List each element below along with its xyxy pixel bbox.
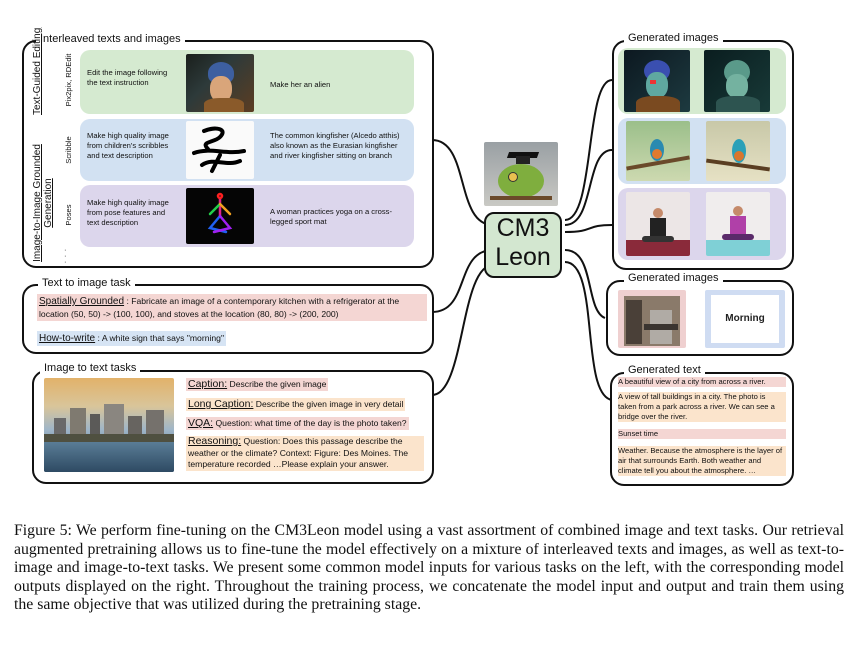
cm3leon-line1: CM3 — [496, 214, 550, 242]
row-3-instruction: Make high quality image from pose featur… — [87, 198, 169, 227]
connector-gen-img-1 — [564, 79, 613, 221]
yoga-image-1 — [626, 192, 690, 256]
morning-sign-text: Morning — [711, 295, 779, 343]
alien-image-2 — [704, 50, 770, 112]
gen-text-caption: A beautiful view of a city from across a… — [618, 377, 786, 387]
reasoning-task-label: Reasoning: — [188, 435, 242, 447]
how-to-write-text: : A white sign that says "morning" — [95, 333, 225, 343]
vqa-task-label: VQA: — [188, 417, 214, 429]
interleaved-title: Interleaved texts and images — [36, 33, 185, 45]
gen-text-long-caption: A view of tall buildings in a city. The … — [618, 392, 786, 422]
how-to-write-prompt: How-to-write : A white sign that says "m… — [37, 331, 226, 346]
figure-caption: Figure 5: We perform fine-tuning on the … — [14, 522, 844, 614]
alien-image-1 — [624, 50, 690, 112]
chameleon-mascot-image — [484, 142, 558, 206]
row-2-instruction: Make high quality image from children's … — [87, 131, 169, 160]
pose-image — [186, 188, 254, 244]
connector-text-to-image — [431, 249, 494, 313]
generated-images-mid-title: Generated images — [624, 272, 723, 284]
image-to-text-title: Image to text tasks — [40, 362, 141, 374]
connector-gen-text — [564, 261, 613, 401]
long-caption-task: Long Caption: Describe the given image i… — [186, 398, 406, 411]
gen-text-vqa: Sunset time — [618, 429, 786, 439]
spatial-grounded-text: : Fabricate an image of a contemporary k… — [39, 296, 400, 319]
city-river-image — [44, 378, 174, 472]
kitchen-image — [618, 290, 686, 348]
row-2-side-label: Scribble — [64, 136, 73, 164]
row-1-side-label: Pix2pix, RDEdit — [64, 53, 73, 107]
generated-text-title: Generated text — [624, 364, 705, 376]
row-text-guided: Edit the image following the text instru… — [80, 50, 414, 114]
row-scribble: Make high quality image from children's … — [80, 119, 414, 181]
row-poses: Make high quality image from pose featur… — [80, 185, 414, 247]
connector-gen-img-3 — [564, 224, 613, 233]
scribble-image — [186, 121, 254, 179]
spatial-grounded-prompt: Spatially Grounded : Fabricate an image … — [37, 294, 427, 321]
gen-yoga-row — [618, 188, 786, 260]
row-1-instruction: Edit the image following the text instru… — [87, 68, 168, 87]
cm3leon-line2: Leon — [495, 243, 551, 271]
group-text-guided-label: Text-Guided Editing — [32, 27, 43, 115]
reasoning-task-text: Question: Does this passage describe the… — [188, 436, 409, 469]
caption-task-label: Caption: — [188, 378, 228, 390]
row-2-text: The common kingfisher (Alcedo atthis) al… — [270, 131, 400, 160]
kingfisher-image-1 — [626, 121, 690, 181]
gen-text-reasoning: Weather. Because the atmosphere is the l… — [618, 446, 786, 476]
group-image-to-image-label: Image-to-Image Grounded Generation — [32, 144, 54, 262]
row-3-text: A woman practices yoga on a cross-legged… — [270, 207, 392, 226]
connector-gen-img-2 — [564, 149, 613, 226]
reasoning-task: Reasoning: Question: Does this passage d… — [186, 435, 424, 471]
connector-interleaved — [431, 139, 494, 226]
yoga-image-2 — [706, 192, 770, 256]
row-3-side-label: Poses — [64, 204, 73, 226]
cm3leon-model-box: CM3 Leon — [484, 212, 562, 278]
caption-task: Caption: Describe the given image — [186, 378, 329, 391]
long-caption-task-text: Describe the given image in very detail — [253, 399, 404, 409]
long-caption-task-label: Long Caption: — [188, 398, 254, 410]
spatial-grounded-label: Spatially Grounded — [39, 296, 125, 307]
connector-gen-img-4 — [564, 249, 606, 319]
row-ellipsis: ··· — [64, 245, 67, 266]
vqa-task-text: Question: what time of the day is the ph… — [213, 418, 407, 428]
morning-sign-image: Morning — [705, 290, 785, 348]
connector-image-to-text — [431, 264, 494, 396]
vqa-task: VQA: Question: what time of the day is t… — [186, 417, 409, 430]
gen-kingfisher-row — [618, 118, 786, 184]
girl-pearl-earring-image — [186, 54, 254, 112]
kingfisher-image-2 — [706, 121, 770, 181]
gen-alien-row — [618, 48, 786, 114]
caption-task-text: Describe the given image — [227, 379, 327, 389]
row-1-text: Make her an alien — [270, 80, 331, 89]
text-to-image-title: Text to image task — [38, 277, 135, 289]
how-to-write-label: How-to-write — [39, 333, 96, 344]
generated-images-top-title: Generated images — [624, 32, 723, 44]
